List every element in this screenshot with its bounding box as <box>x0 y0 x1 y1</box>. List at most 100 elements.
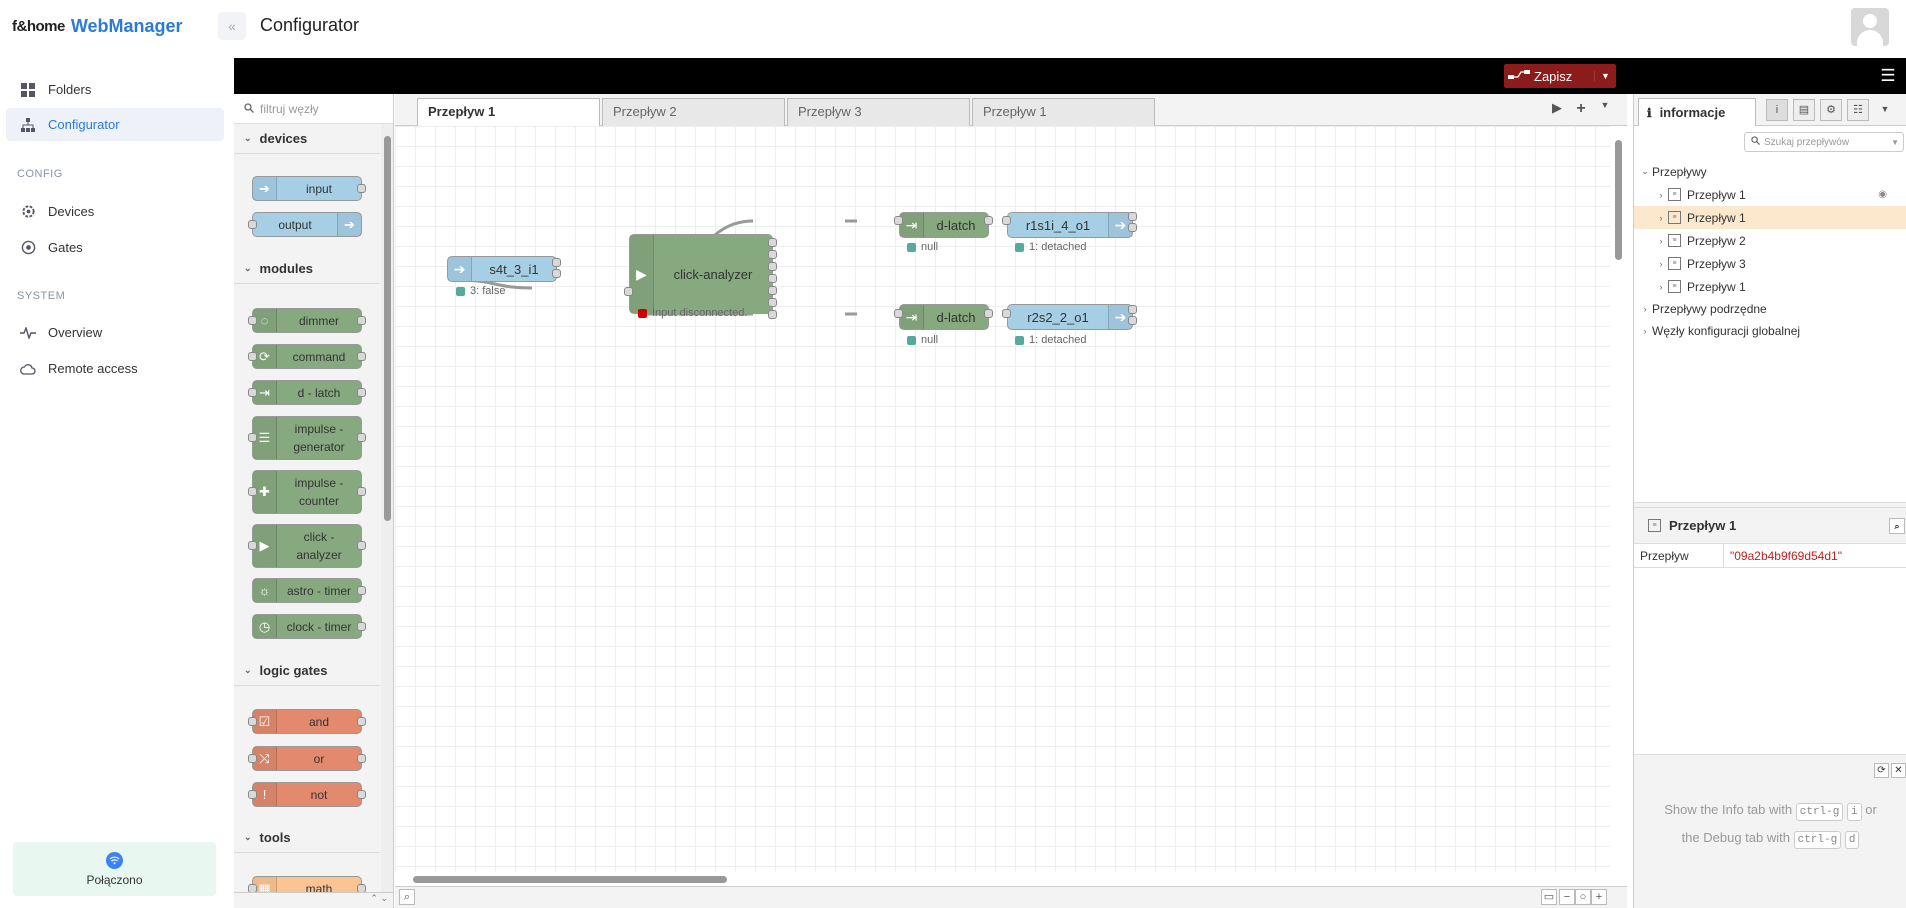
output-port[interactable] <box>357 351 366 361</box>
palette-category-modules[interactable]: ⌄ modules <box>234 254 380 284</box>
zoom-out-icon[interactable]: − <box>1559 889 1575 905</box>
map-icon[interactable]: ▭ <box>1541 889 1557 905</box>
input-port[interactable] <box>248 789 257 799</box>
nav-item-devices[interactable]: Devices <box>6 195 224 228</box>
output-port[interactable] <box>768 262 777 271</box>
input-port[interactable] <box>248 315 257 325</box>
chevron-down-icon[interactable]: ▼ <box>1880 104 1890 114</box>
nav-item-folders[interactable]: Folders <box>6 73 224 106</box>
flow-node-d-latch[interactable]: ⇥ d-latch <box>899 304 989 330</box>
input-port[interactable] <box>248 351 257 361</box>
palette-category-tools[interactable]: ⌄ tools <box>234 823 380 853</box>
input-port[interactable] <box>248 487 257 496</box>
nav-item-remote-access[interactable]: Remote access <box>6 352 224 385</box>
tab-flow-1[interactable]: Przepływ 1 <box>417 98 600 127</box>
tree-root-flows[interactable]: ⌄ Przepływy <box>1634 160 1906 183</box>
output-port[interactable] <box>768 238 777 247</box>
deploy-dropdown-icon[interactable]: ▼ <box>1594 71 1616 81</box>
tree-item-flow[interactable]: › ≡ Przepływ 2 <box>1634 229 1906 252</box>
output-port[interactable] <box>768 274 777 283</box>
input-port[interactable] <box>248 433 257 442</box>
gear-icon[interactable]: ⚙ <box>1820 99 1842 121</box>
tree-item-flow[interactable]: › ≡ Przepływ 3 <box>1634 252 1906 275</box>
output-port[interactable] <box>357 487 366 496</box>
output-port[interactable] <box>1128 305 1137 314</box>
tree-root-subflows[interactable]: › Przepływy podrzędne <box>1634 297 1906 320</box>
search-icon[interactable]: ⌕ <box>399 889 415 905</box>
palette-node-impulse-counter[interactable]: ✚ impulse - counter <box>248 470 366 514</box>
output-port[interactable] <box>984 216 993 225</box>
tree-item-flow[interactable]: › ≡ Przepływ 1 ◉ <box>1634 183 1906 206</box>
input-port[interactable] <box>248 219 257 229</box>
eye-icon[interactable]: ◉ <box>1878 189 1887 200</box>
input-port[interactable] <box>894 309 903 318</box>
input-port[interactable] <box>248 541 257 550</box>
palette-collapse-controls[interactable]: ⌃ ⌄ <box>234 892 393 908</box>
search-icon[interactable]: ⌕ <box>1889 517 1905 534</box>
input-port[interactable] <box>248 387 257 397</box>
output-port[interactable] <box>357 315 366 325</box>
output-port[interactable] <box>1128 212 1137 221</box>
palette-scrollbar[interactable] <box>381 124 393 908</box>
nav-item-overview[interactable]: Overview <box>6 316 224 349</box>
output-port[interactable] <box>357 621 366 631</box>
output-port[interactable] <box>1128 316 1137 325</box>
close-icon[interactable]: ✕ <box>1891 763 1906 778</box>
output-port[interactable] <box>357 387 366 397</box>
input-port[interactable] <box>894 216 903 225</box>
output-port[interactable] <box>357 753 366 763</box>
output-port[interactable] <box>357 789 366 799</box>
palette-node-d-latch[interactable]: ⇥ d - latch <box>248 380 366 405</box>
palette-node-output[interactable]: output ➔ <box>248 212 362 237</box>
palette-node-or[interactable]: ⤨ or <box>248 746 366 771</box>
nav-item-gates[interactable]: Gates <box>6 231 224 264</box>
flow-node-output[interactable]: r2s2_2_o1 ➔ <box>1007 304 1133 330</box>
database-icon[interactable]: ☷ <box>1847 99 1869 121</box>
flow-canvas[interactable]: ➔ s4t_3_i1 3: false ▶ click-analyzer <box>395 126 1610 886</box>
output-port[interactable] <box>357 716 366 726</box>
palette-node-not[interactable]: ! not <box>248 782 366 807</box>
output-port[interactable] <box>552 269 561 278</box>
output-port[interactable] <box>1128 223 1137 232</box>
zoom-reset-icon[interactable]: ○ <box>1575 889 1591 905</box>
palette-node-clock-timer[interactable]: ◷ clock - timer <box>252 614 366 639</box>
canvas-vertical-scrollbar[interactable] <box>1610 126 1627 886</box>
collapse-sidebar-button[interactable]: « <box>218 12 246 40</box>
palette-category-logic-gates[interactable]: ⌄ logic gates <box>234 656 380 686</box>
flow-node-d-latch[interactable]: ⇥ d-latch <box>899 212 989 238</box>
nav-item-configurator[interactable]: Configurator <box>6 108 224 141</box>
palette-node-and[interactable]: ☑ and <box>248 709 366 734</box>
tab-flow-4[interactable]: Przepływ 1 <box>972 98 1155 126</box>
palette-node-click-analyzer[interactable]: ▶ click - analyzer <box>248 524 366 568</box>
palette-node-dimmer[interactable]: ◌ dimmer <box>248 308 366 333</box>
output-port[interactable] <box>357 585 366 595</box>
tree-item-flow[interactable]: › ≡ Przepływ 1 <box>1634 206 1906 229</box>
input-port[interactable] <box>1002 309 1011 318</box>
tree-root-global-config[interactable]: › Węzły konfiguracji globalnej <box>1634 319 1906 342</box>
tab-flow-2[interactable]: Przepływ 2 <box>602 98 785 126</box>
brand[interactable]: f&home WebManager <box>12 14 183 38</box>
palette-category-devices[interactable]: ⌄ devices <box>234 124 380 154</box>
input-port[interactable] <box>1002 216 1011 225</box>
palette-node-command[interactable]: ⟳ command <box>248 344 366 369</box>
output-port[interactable] <box>768 298 777 307</box>
canvas-horizontal-scrollbar[interactable] <box>395 872 1610 886</box>
output-port[interactable] <box>357 541 366 550</box>
tab-flow-3[interactable]: Przepływ 3 <box>787 98 970 126</box>
palette-node-impulse-generator[interactable]: ☰ impulse - generator <box>248 416 366 460</box>
scroll-tabs-right-icon[interactable]: ▶ <box>1552 100 1562 115</box>
deploy-button[interactable]: Zapisz ▼ <box>1504 64 1616 88</box>
tree-item-flow[interactable]: › ≡ Przepływ 1 <box>1634 275 1906 298</box>
tab-menu-icon[interactable]: ▼ <box>1600 100 1610 110</box>
chevron-down-icon[interactable]: ▼ <box>1891 137 1899 147</box>
output-port[interactable] <box>552 258 561 267</box>
palette-node-astro-timer[interactable]: ☼ astro - timer <box>252 578 366 603</box>
zoom-in-icon[interactable]: + <box>1591 889 1607 905</box>
book-icon[interactable]: ▤ <box>1793 99 1815 121</box>
output-port[interactable] <box>984 309 993 318</box>
add-flow-icon[interactable]: + <box>1576 100 1586 117</box>
output-port[interactable] <box>768 250 777 259</box>
input-port[interactable] <box>248 716 257 726</box>
input-port[interactable] <box>248 753 257 763</box>
hamburger-menu-icon[interactable]: ☰ <box>1880 66 1896 85</box>
